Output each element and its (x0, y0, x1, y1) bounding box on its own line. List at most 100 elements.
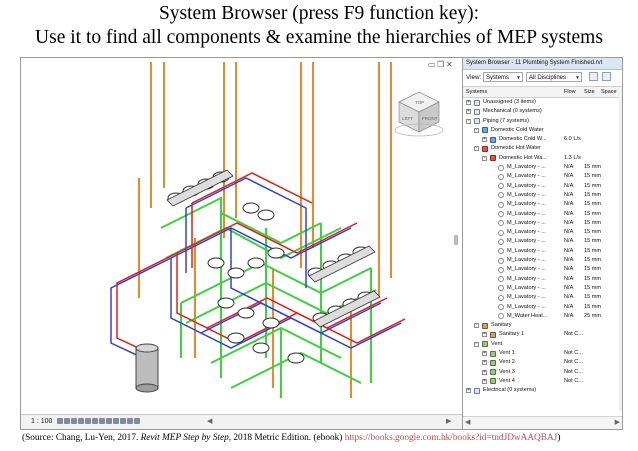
column-flow[interactable]: Flow (564, 89, 576, 95)
tree-row[interactable]: -Domestic Cold Water (463, 126, 622, 135)
tree-row[interactable]: +Domestic Cold W...6.0 L/s (463, 135, 622, 144)
tree-row[interactable]: -Domestic Hot Water (463, 144, 622, 153)
viewport-scroll-thumb[interactable] (454, 235, 458, 245)
tree-row[interactable]: + Electrical (0 systems) (463, 386, 622, 395)
sanitary-icon (482, 322, 488, 329)
chevron-down-icon: ▼ (575, 75, 580, 81)
scroll-right-arrow-icon[interactable]: ▶ (614, 419, 620, 426)
crop-view-icon[interactable] (92, 418, 98, 424)
slide-title-line-2: Use it to find all components & examine … (35, 27, 603, 48)
expand-toggle-icon[interactable]: + (482, 350, 487, 357)
close-window-icon[interactable]: ✕ (446, 60, 453, 69)
tree-row-flow: Not C... (564, 359, 583, 366)
scroll-right-arrow-icon[interactable]: ▶ (446, 418, 452, 425)
collapse-toggle-icon[interactable]: - (474, 340, 479, 347)
collapse-toggle-icon[interactable]: - (474, 126, 479, 133)
collapse-toggle-icon[interactable]: - (466, 117, 471, 124)
column-settings-icon[interactable] (589, 72, 598, 81)
tree-row-size: 15 mm (584, 238, 602, 245)
reveal-hidden-icon[interactable] (120, 418, 126, 424)
column-size[interactable]: Size (584, 89, 595, 95)
highlight-displacement-icon[interactable] (134, 418, 140, 424)
collapse-toggle-icon[interactable]: - (474, 322, 479, 329)
cold-icon (490, 136, 496, 143)
hot-icon (490, 155, 496, 162)
column-space[interactable]: Space (601, 89, 617, 95)
citation-prefix: (Source: Chang, Lu-Yen, 2017. (22, 433, 141, 443)
tree-row[interactable]: -Piping (7 systems) (463, 117, 622, 126)
view-control-icons (57, 418, 141, 426)
tree-row[interactable]: +Mechanical (0 systems) (463, 107, 622, 116)
expand-toggle-icon[interactable]: + (482, 359, 487, 366)
column-systems[interactable]: Systems (466, 89, 488, 95)
scroll-left-arrow-icon[interactable]: ◀ (207, 418, 213, 425)
browser-vertical-scrollbar[interactable] (619, 96, 622, 411)
expand-toggle-icon[interactable]: + (466, 99, 471, 105)
tree-row-size: 15 mm (584, 294, 602, 301)
3d-viewport[interactable]: ▭ ❒ ✕ TOP LEFT FRONT (21, 58, 462, 429)
restore-window-icon[interactable]: ▭ (428, 60, 436, 69)
tree-row-size: 15 mm (584, 229, 602, 236)
collapse-toggle-icon[interactable]: - (474, 145, 479, 152)
show-crop-icon[interactable] (99, 418, 105, 424)
fixture-icon (498, 257, 504, 264)
temporary-hide-icon[interactable] (113, 418, 119, 424)
autofit-columns-icon[interactable] (602, 72, 611, 81)
scroll-left-arrow-icon[interactable]: ◀ (465, 419, 471, 426)
expand-toggle-icon[interactable]: + (466, 108, 471, 115)
analytical-model-icon[interactable] (127, 418, 133, 424)
tree-row[interactable]: + Unassigned (3 items) (463, 98, 622, 107)
viewcube-icon[interactable]: TOP LEFT FRONT (394, 91, 444, 137)
disciplines-select[interactable]: All Disciplines ▼ (526, 72, 582, 82)
shadows-icon[interactable] (78, 418, 84, 424)
tree-row-flow: N/A (564, 210, 574, 217)
expand-toggle-icon[interactable]: + (482, 136, 487, 143)
visual-style-icon[interactable] (64, 418, 70, 424)
expand-toggle-icon[interactable]: + (482, 368, 487, 375)
tree-row[interactable]: -Domestic Hot Wa...1.3 L/s (463, 154, 622, 163)
tree-row-size: 15 mm (584, 173, 602, 180)
detail-level-icon[interactable] (57, 418, 63, 424)
sun-path-icon[interactable] (71, 418, 77, 424)
expand-toggle-icon[interactable]: + (482, 331, 487, 338)
tree-row-label: Unassigned (3 items) (483, 99, 536, 105)
view-select[interactable]: Systems ▼ (483, 72, 523, 82)
tree-row[interactable]: -Sanitary (463, 321, 622, 330)
viewport-vertical-scrollbar[interactable] (452, 70, 460, 410)
maximize-window-icon[interactable]: ❒ (437, 60, 445, 69)
tree-row-label: Electrical (0 systems) (483, 387, 537, 394)
view-scale[interactable]: 1 : 100 (31, 418, 53, 425)
expand-toggle-icon[interactable]: + (466, 387, 471, 394)
tree-row-flow: N/A (564, 257, 574, 264)
fixture-icon (498, 164, 504, 171)
tree-row[interactable]: -Vent (463, 340, 622, 349)
citation-link[interactable]: https://books.google.com.hk/books?id=tnd… (344, 433, 558, 443)
browser-horizontal-scrollbar[interactable]: ◀ ▶ (463, 416, 622, 429)
expand-toggle-icon[interactable]: + (482, 377, 487, 384)
collapse-toggle-icon[interactable]: - (482, 154, 487, 161)
lock-view-icon[interactable] (106, 418, 112, 424)
render-icon[interactable] (85, 418, 91, 424)
